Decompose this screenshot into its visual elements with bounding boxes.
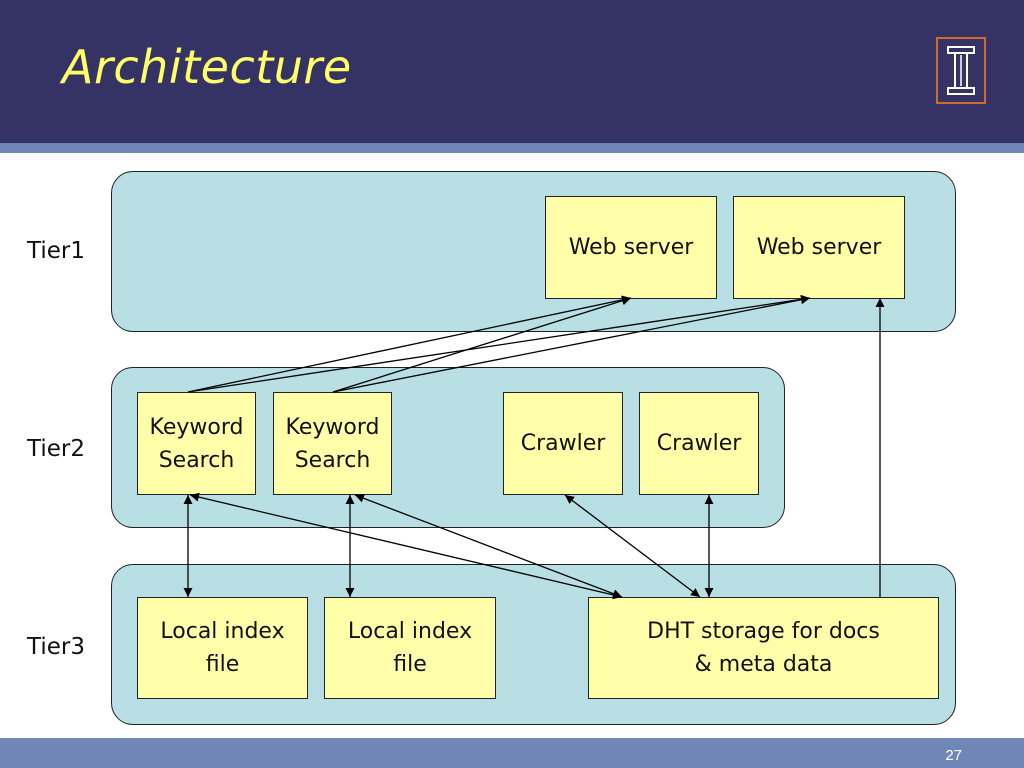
node-crawler-2: Crawler <box>639 392 759 495</box>
tier-label-tier2: Tier2 <box>27 436 85 462</box>
node-crawler-1: Crawler <box>503 392 623 495</box>
arrow-kw2-to-web2 <box>332 295 811 393</box>
node-keyword-search-2: Keyword Search <box>273 392 392 495</box>
node-local-index-file-1: Local index file <box>137 597 308 699</box>
arrow-kw2-dht <box>354 494 623 598</box>
slide-header: Architecture <box>0 0 1024 143</box>
page-number: 27 <box>945 747 962 764</box>
university-logo-icon <box>936 37 986 104</box>
node-web-server-1: Web server <box>545 196 717 299</box>
node-local-index-file-2: Local index file <box>324 597 496 699</box>
slide-footer: 27 <box>0 738 1024 768</box>
tier-label-tier1: Tier1 <box>27 238 85 264</box>
header-accent-stripe <box>0 143 1024 153</box>
arrow-kw1-to-web1 <box>187 295 632 393</box>
arrow-kw1-dht <box>189 492 623 600</box>
arrow-kw2-to-web1 <box>332 296 632 393</box>
node-web-server-2: Web server <box>733 196 905 299</box>
arrow-crawler1-dht <box>564 494 701 598</box>
node-dht-storage: DHT storage for docs & meta data <box>588 597 939 699</box>
arrow-kw1-to-web2 <box>187 294 811 393</box>
block-i-logo-icon <box>947 46 975 95</box>
node-keyword-search-1: Keyword Search <box>137 392 256 495</box>
slide-title: Architecture <box>62 40 352 94</box>
tier-label-tier3: Tier3 <box>27 634 85 660</box>
